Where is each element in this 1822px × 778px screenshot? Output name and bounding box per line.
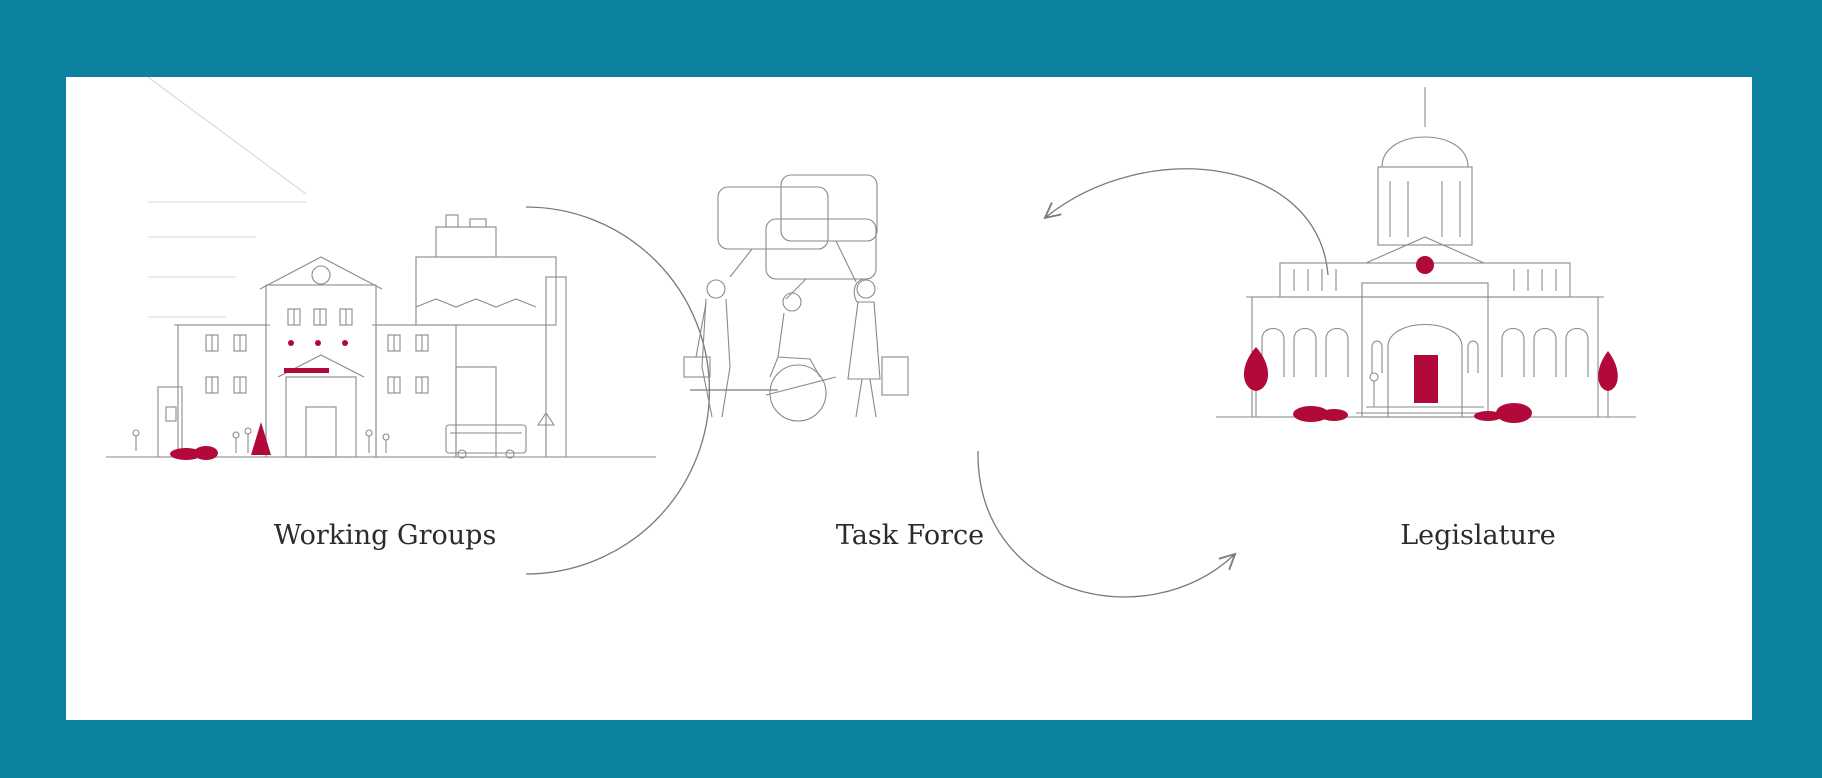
working-groups-accents: [170, 340, 348, 460]
node-label-legislature: Legislature: [1400, 520, 1556, 551]
node-label-working-groups: Working Groups: [273, 520, 497, 551]
arrow-task-force-to-legislature: [977, 450, 1234, 598]
working-groups-illustration: [106, 77, 656, 459]
diagram-panel: Working Groups Task Force Legislature: [66, 77, 1752, 720]
connector-working-groups-to-task-force: [525, 206, 778, 575]
legislature-illustration: [1216, 87, 1636, 418]
arrow-legislature-to-task-force: [1046, 168, 1329, 276]
legislature-accents: [1243, 256, 1618, 423]
node-label-task-force: Task Force: [835, 520, 985, 551]
diagram-artwork: [106, 77, 1636, 598]
task-force-illustration: [683, 174, 909, 422]
